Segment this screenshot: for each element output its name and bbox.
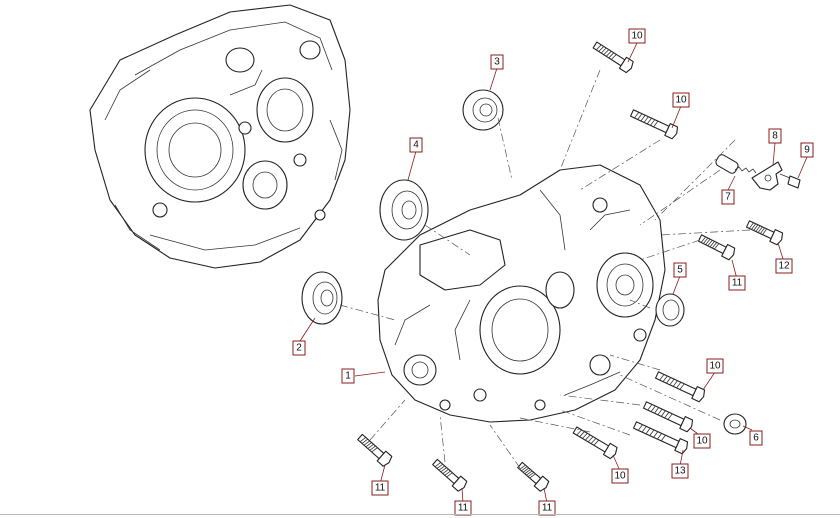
callout-11-bottom: 11 <box>538 500 556 516</box>
callout-10-lower: 10 <box>693 433 711 449</box>
callout-4: 4 <box>409 137 423 153</box>
bolt-13 <box>632 421 689 455</box>
bearing-2 <box>301 271 343 325</box>
callout-10-right: 10 <box>706 358 724 374</box>
callout-10-upper: 10 <box>672 92 690 108</box>
svg-text:10: 10 <box>614 471 626 482</box>
svg-text:11: 11 <box>542 503 553 514</box>
svg-text:13: 13 <box>674 466 686 477</box>
svg-text:10: 10 <box>696 436 708 447</box>
callout-10-top: 10 <box>628 28 646 44</box>
bolt-10-lower <box>642 401 694 433</box>
left-crankcase-half <box>89 4 351 269</box>
callout-8: 8 <box>768 128 782 144</box>
svg-text:11: 11 <box>375 483 386 494</box>
bolt-10-upper <box>629 109 679 140</box>
callout-5: 5 <box>673 262 687 278</box>
callout-11-right: 11 <box>728 275 746 291</box>
svg-text:5: 5 <box>677 265 683 276</box>
svg-text:8: 8 <box>772 131 778 142</box>
svg-text:11: 11 <box>732 278 743 289</box>
svg-text:2: 2 <box>296 343 302 354</box>
svg-text:4: 4 <box>413 140 419 151</box>
bolt-group <box>357 41 784 492</box>
callout-2: 2 <box>292 340 306 356</box>
bearing-3 <box>462 89 504 131</box>
bolt-11-mid <box>432 458 468 492</box>
bolt-11-left <box>357 433 393 467</box>
bolt-11-bottom <box>517 461 550 492</box>
svg-text:10: 10 <box>675 95 687 106</box>
callout-7: 7 <box>721 189 735 205</box>
svg-text:9: 9 <box>804 145 810 156</box>
svg-text:11: 11 <box>458 503 469 514</box>
washer-6 <box>723 413 747 435</box>
svg-text:7: 7 <box>725 192 731 203</box>
bolt-10-right <box>654 371 706 403</box>
bolt-9 <box>779 173 801 189</box>
bearing-4 <box>379 179 429 241</box>
svg-text:6: 6 <box>753 433 759 444</box>
bolt-12 <box>745 220 784 246</box>
callout-1: 1 <box>341 368 355 384</box>
stopper-plate-8 <box>751 161 783 191</box>
oil-seal-5 <box>655 293 685 327</box>
bolt-11-right <box>697 234 736 261</box>
right-crankcase-half <box>377 164 666 423</box>
callout-9: 9 <box>800 142 814 158</box>
callout-3: 3 <box>490 54 504 70</box>
callout-12: 12 <box>775 258 793 274</box>
bottom-divider <box>0 514 840 515</box>
svg-text:12: 12 <box>778 261 790 272</box>
bolt-10-bottom <box>572 426 618 460</box>
callout-11-mid: 11 <box>454 500 472 516</box>
callout-11-left: 11 <box>371 480 389 496</box>
svg-text:1: 1 <box>345 371 351 382</box>
callout-13: 13 <box>671 463 689 479</box>
svg-text:10: 10 <box>709 361 721 372</box>
bolt-10-top <box>592 41 634 74</box>
svg-text:10: 10 <box>631 31 643 42</box>
callout-10-bottom: 10 <box>611 468 629 484</box>
callout-6: 6 <box>749 430 763 446</box>
assembly-lines <box>339 69 751 469</box>
svg-text:3: 3 <box>494 57 500 68</box>
dowel-and-spring-7 <box>715 154 757 174</box>
